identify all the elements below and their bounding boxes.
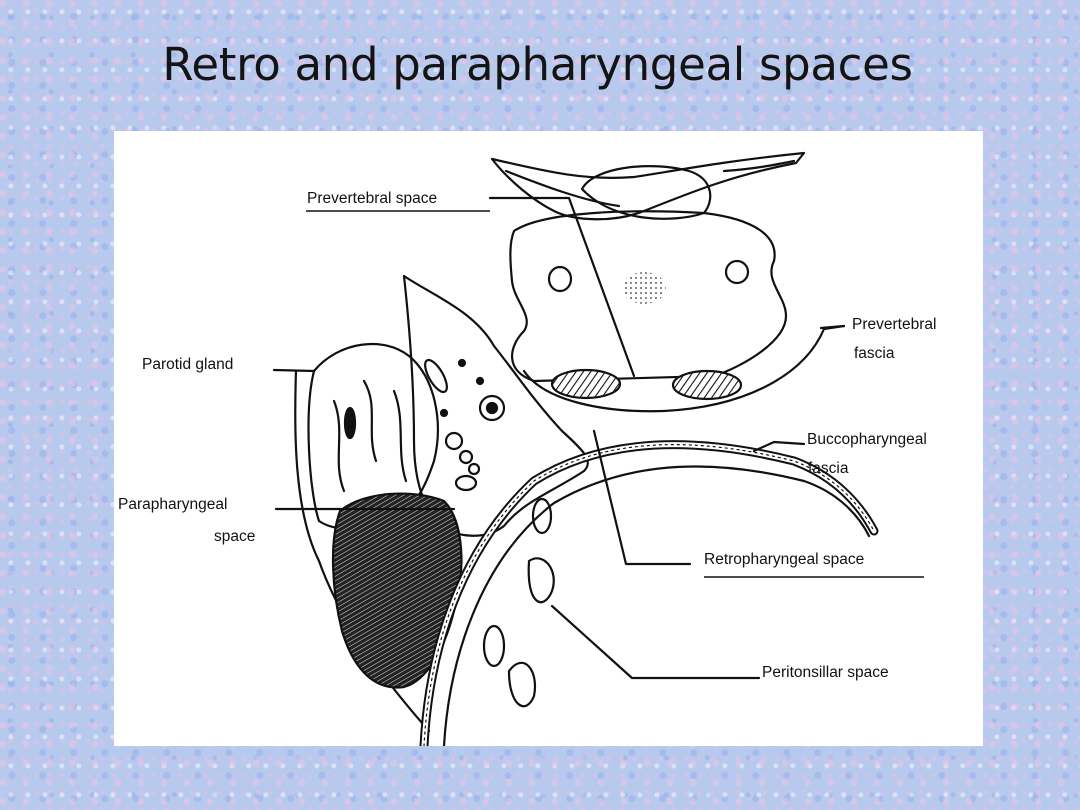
label-prevertebral-fascia-line2: fascia bbox=[854, 345, 895, 362]
medial-pterygoid-shape bbox=[331, 492, 463, 689]
label-prevertebral-space: Prevertebral space bbox=[307, 190, 437, 207]
diagram-panel: Prevertebral space Parotid gland Parapha… bbox=[114, 131, 983, 746]
vertebra-shape bbox=[509, 210, 788, 383]
label-buccopharyngeal-fascia-line1: Buccopharyngeal bbox=[807, 431, 927, 448]
label-parotid-gland: Parotid gland bbox=[142, 356, 233, 373]
parapharyngeal-wedge bbox=[402, 274, 589, 537]
anatomy-diagram: Prevertebral space Parotid gland Parapha… bbox=[118, 151, 936, 746]
pharyngeal-wall bbox=[419, 440, 879, 746]
prevertebral-fascia-line bbox=[522, 324, 846, 413]
label-parapharyngeal-space-line1: Parapharyngeal bbox=[118, 496, 227, 513]
label-prevertebral-fascia-line1: Prevertebral bbox=[852, 316, 936, 333]
label-retropharyngeal-space: Retropharyngeal space bbox=[704, 551, 864, 568]
vertebral-body-shape bbox=[580, 165, 712, 220]
prevertebral-muscle-shape bbox=[490, 151, 806, 221]
label-peritonsillar-space: Peritonsillar space bbox=[762, 664, 889, 681]
label-buccopharyngeal-fascia-line2: fascia bbox=[808, 460, 849, 477]
label-parapharyngeal-space-line2: space bbox=[214, 528, 255, 545]
slide-title: Retro and parapharyngeal spaces bbox=[162, 38, 913, 91]
